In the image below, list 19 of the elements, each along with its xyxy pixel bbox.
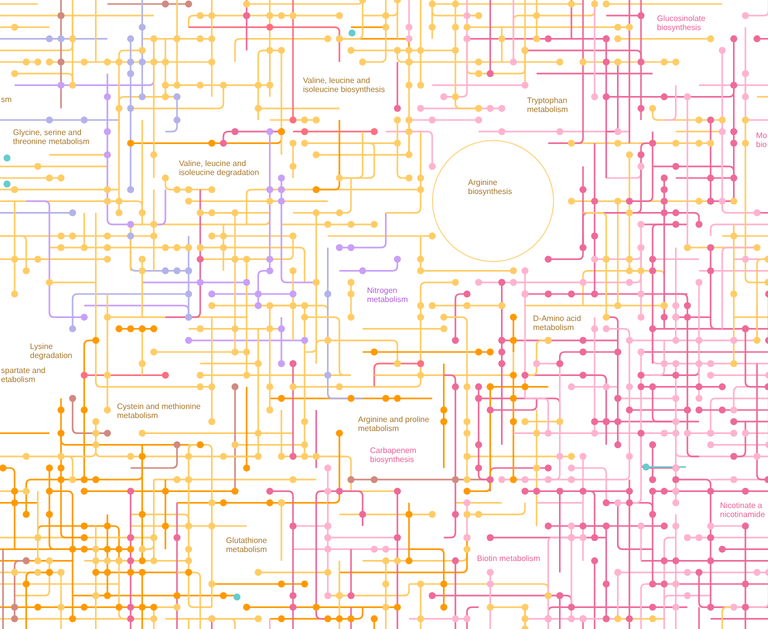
pathway-label: Lysine degradation xyxy=(29,342,74,360)
pathway-label: Arginine and proline metabolism xyxy=(357,415,430,433)
pathway-label: spartate and etabolism xyxy=(0,366,46,384)
pathway-label: Biotin metabolism xyxy=(476,554,542,563)
pathway-label: sm xyxy=(0,95,13,104)
pathway-label: Nitrogen metabolism xyxy=(366,286,409,304)
pathway-label: Valine, leucine and isoleucine biosynthesis xyxy=(302,76,386,94)
pathway-label: Valine, leucine and isoleucine degradation xyxy=(178,159,260,177)
pathway-label: Glycine, serine and threonine metabolism xyxy=(12,128,90,146)
pathway-label: Glutathione metabolism xyxy=(225,536,268,554)
pathway-label: Nicotinate a nicotinamide xyxy=(719,501,766,519)
pathway-label: Arginine biosynthesis xyxy=(467,178,514,196)
pathway-label: Mo bio xyxy=(755,131,768,149)
pathway-label: Carbapenem biosynthesis xyxy=(369,446,418,464)
pathway-label: Glucosinolate biosynthesis xyxy=(656,14,706,32)
pathway-label: Cystein and methionine metabolism xyxy=(116,402,202,420)
pathway-circle xyxy=(432,140,554,262)
pathway-label: D-Amino acid metabolism xyxy=(532,314,582,332)
pathway-label: Tryptophan metabolism xyxy=(526,96,569,114)
